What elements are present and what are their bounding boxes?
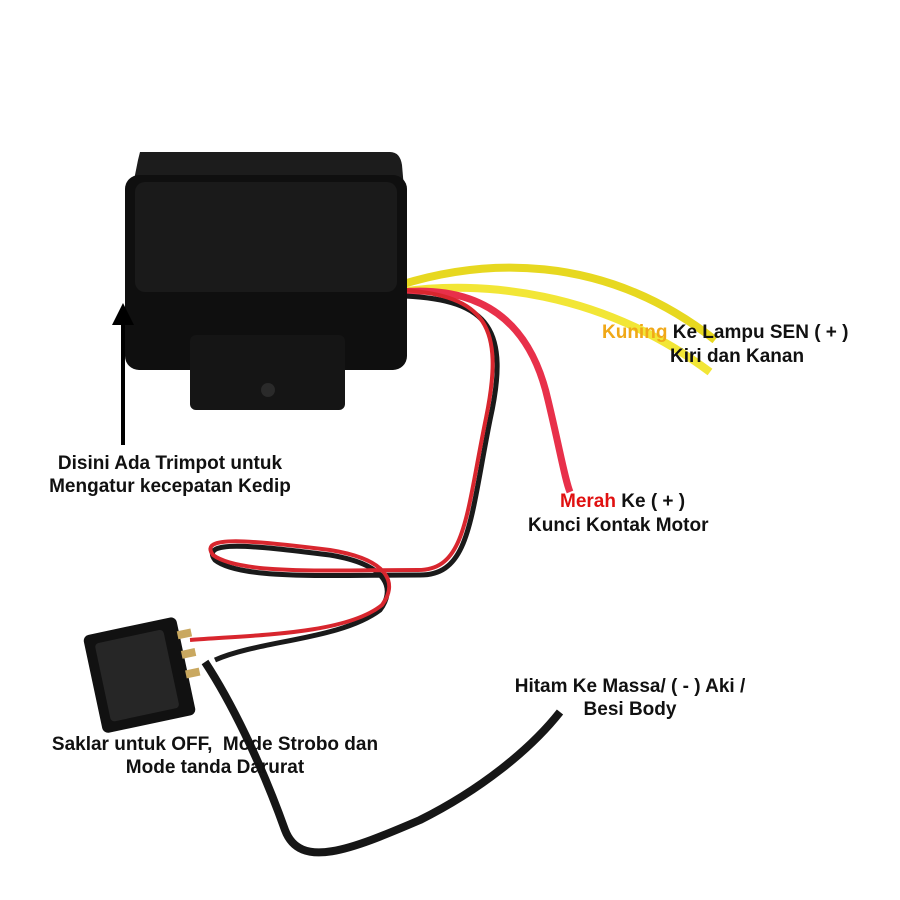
rocker-switch xyxy=(83,617,201,733)
yellow-color-word: Kuning xyxy=(602,322,668,343)
yellow-wire-label: Kuning Ke Lampu SEN ( + ) xyxy=(602,321,849,344)
black-wire-label: Hitam Ke Massa/ ( - ) Aki / Besi Body xyxy=(470,675,790,721)
black-wire-pair xyxy=(210,293,500,663)
yellow-wire-1 xyxy=(398,263,718,344)
red-label-line2: Kunci Kontak Motor xyxy=(528,515,709,536)
red-wire-ignition xyxy=(399,287,574,494)
black-label-line1: Hitam Ke Massa/ ( - ) Aki / xyxy=(514,676,746,697)
switch-label-line1: Saklar untuk OFF, Mode Strobo dan xyxy=(51,734,379,755)
red-wire-label: Merah Ke ( + ) xyxy=(560,490,685,513)
red-label-line1: Ke ( + ) xyxy=(621,491,686,512)
yellow-label-line1: Ke Lampu SEN ( + ) xyxy=(672,322,849,343)
black-label-line2: Besi Body xyxy=(583,699,677,720)
yellow-label-line2: Kiri dan Kanan xyxy=(670,346,805,367)
trimpot-label-line2: Mengatur kecepatan Kedip xyxy=(49,476,291,497)
trimpot-label: Disini Ada Trimpot untuk Mengatur kecepa… xyxy=(20,452,320,498)
switch-label-line2: Mode tanda Darurat xyxy=(125,757,305,778)
red-color-word: Merah xyxy=(560,491,616,512)
trimpot-label-line1: Disini Ada Trimpot untuk xyxy=(57,453,283,474)
black-ground-wire xyxy=(201,659,564,857)
red-wire-pair xyxy=(189,288,495,642)
flasher-box xyxy=(125,152,407,410)
switch-label: Saklar untuk OFF, Mode Strobo dan Mode t… xyxy=(5,733,425,779)
arrow-up-icon xyxy=(112,303,134,445)
